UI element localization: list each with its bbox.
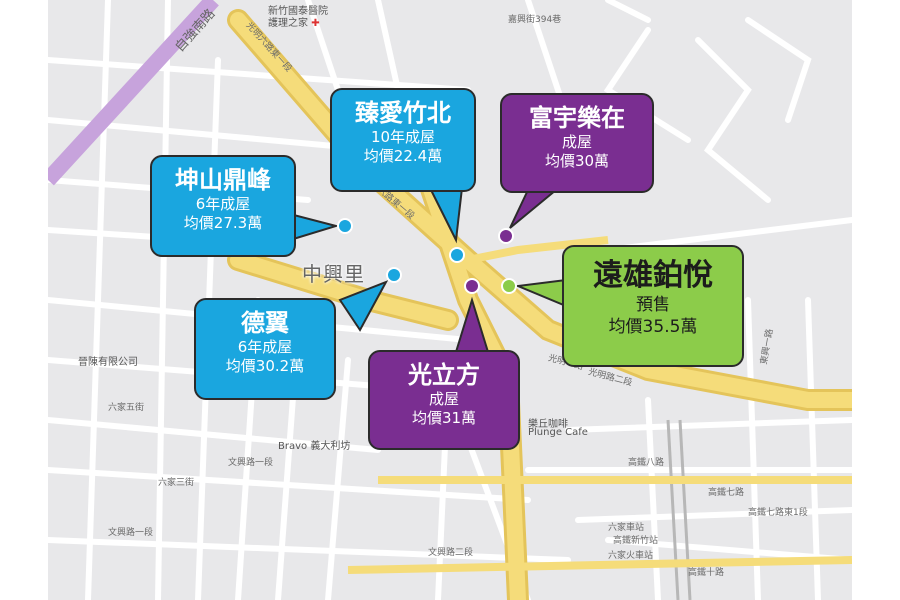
road-label: 文興路一段 <box>228 458 274 468</box>
poi-hospital[interactable]: 新竹國泰醫院 <box>268 2 328 17</box>
road-label: 六家車站 <box>608 523 645 533</box>
district-label: 中興里 <box>302 262 365 286</box>
location-marker-yuanxiong[interactable] <box>501 278 517 294</box>
poi-bravo[interactable]: Bravo 義大利坊 <box>278 437 350 452</box>
callout-age: 6年成屋 <box>237 337 293 356</box>
road-network <box>48 0 852 600</box>
callout-name: 德翼 <box>241 309 289 337</box>
poi-hospital-b[interactable]: 護理之家 ✚ <box>268 14 320 29</box>
location-marker-guanglifang[interactable] <box>464 278 480 294</box>
callout-name: 臻愛竹北 <box>355 99 451 127</box>
callout-price: 均價30.2萬 <box>225 357 305 376</box>
callout-fuyu[interactable]: 富宇樂在 成屋 均價30萬 <box>500 93 654 193</box>
poi-plunge-cafe[interactable]: Plunge Cafe <box>528 427 588 438</box>
bravo-label: Bravo 義大利坊 <box>278 441 351 452</box>
hospital-icon: ✚ <box>311 18 320 29</box>
poi-company[interactable]: 晉陳有限公司 <box>78 353 138 368</box>
callout-name: 坤山鼎峰 <box>175 166 271 194</box>
poi-cafe[interactable]: 樂丘咖啡 <box>528 415 568 430</box>
hospital-b-label: 護理之家 <box>268 18 308 29</box>
location-marker-zhenai[interactable] <box>449 247 465 263</box>
road-label: 文興路二段 <box>428 548 474 558</box>
road-label: 六家火車站 <box>608 551 654 561</box>
road-label: 高鐵七路 <box>708 488 745 498</box>
location-marker-kunshan[interactable] <box>337 218 353 234</box>
road-label: 高鐵七路東1段 <box>748 508 808 518</box>
location-marker-fuyu[interactable] <box>498 228 514 244</box>
callout-price: 均價31萬 <box>411 409 477 428</box>
plunge-cafe-label: Plunge Cafe <box>528 427 588 438</box>
callout-name: 富宇樂在 <box>529 104 625 132</box>
callout-price: 均價35.5萬 <box>608 316 698 337</box>
callout-age: 預售 <box>636 294 670 315</box>
road-label: 高鐵八路 <box>628 458 665 468</box>
road-label: 嘉興街394巷 <box>508 15 562 25</box>
callout-price: 均價27.3萬 <box>183 214 263 233</box>
road-label: 高鐵新竹站 <box>613 536 659 546</box>
callout-age: 成屋 <box>561 132 592 151</box>
callout-name: 遠雄鉑悅 <box>593 258 713 293</box>
callout-zhenai[interactable]: 臻愛竹北 10年成屋 均價22.4萬 <box>330 88 476 192</box>
cafe-label: 樂丘咖啡 <box>528 419 568 430</box>
callout-price: 均價22.4萬 <box>363 147 443 166</box>
callout-guanglifang[interactable]: 光立方 成屋 均價31萬 <box>368 350 520 450</box>
road-label: 文興路一段 <box>108 528 154 538</box>
callout-price: 均價30萬 <box>544 152 610 171</box>
road-label: 六家五街 <box>108 403 145 413</box>
company-label: 晉陳有限公司 <box>78 357 138 368</box>
callout-name: 光立方 <box>408 361 480 389</box>
callout-yuanxiong[interactable]: 遠雄鉑悅 預售 均價35.5萬 <box>562 245 744 367</box>
location-marker-deyi[interactable] <box>386 267 402 283</box>
road-label: 六家三街 <box>158 478 195 488</box>
callout-deyi[interactable]: 德翼 6年成屋 均價30.2萬 <box>194 298 336 400</box>
hospital-label: 新竹國泰醫院 <box>268 6 328 17</box>
callout-age: 6年成屋 <box>195 194 251 213</box>
callout-age: 成屋 <box>428 389 459 408</box>
callout-kunshan[interactable]: 坤山鼎峰 6年成屋 均價27.3萬 <box>150 155 296 257</box>
callout-age: 10年成屋 <box>370 127 436 146</box>
road-label: 高鐵十路 <box>688 568 725 578</box>
